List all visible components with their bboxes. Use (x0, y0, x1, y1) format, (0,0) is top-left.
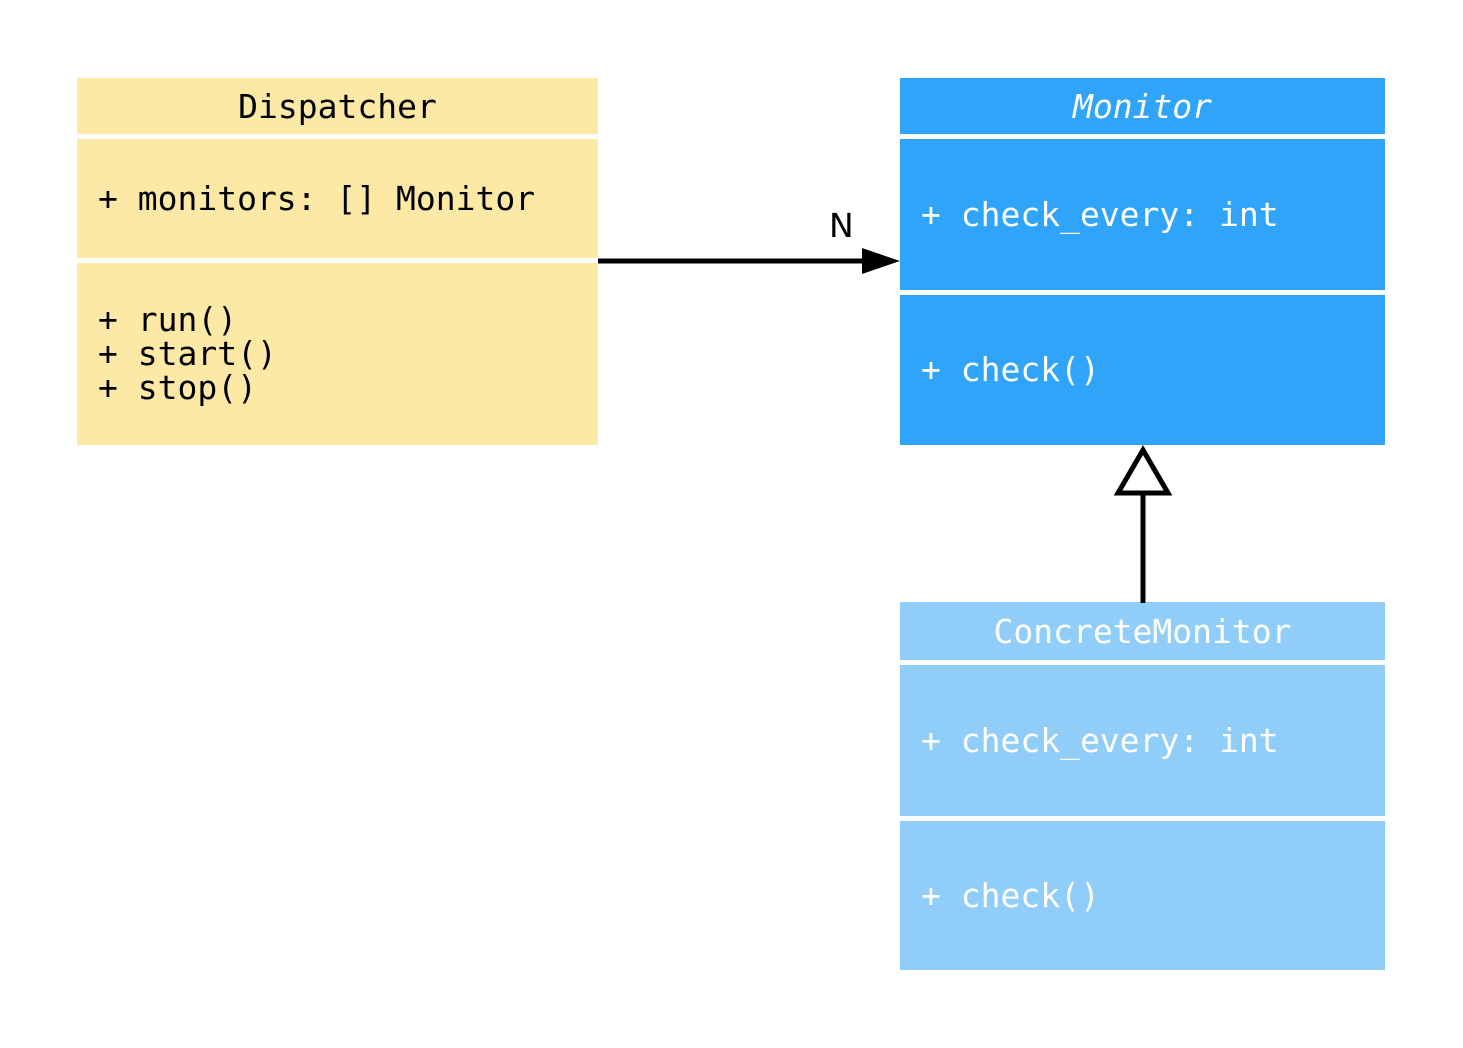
class-title-concrete-monitor: ConcreteMonitor (900, 602, 1385, 660)
class-box-monitor: Monitor + check_every: int + check() (900, 78, 1385, 445)
attributes-section-concrete-monitor: + check_every: int (900, 665, 1385, 816)
attribute-line: + check_every: int (921, 720, 1279, 760)
method-line: + run() (98, 300, 238, 339)
multiplicity-label: N (829, 206, 854, 245)
method-line: + start() (98, 334, 277, 373)
attribute-line: + monitors: [] Monitor (98, 178, 536, 218)
methods-section-monitor: + check() (900, 295, 1385, 445)
methods-section-concrete-monitor: + check() (900, 821, 1385, 970)
arrowhead-icon (862, 248, 900, 274)
attributes-section-monitor: + check_every: int (900, 139, 1385, 290)
class-box-concrete-monitor: ConcreteMonitor + check_every: int + che… (900, 602, 1385, 970)
generalization-arrow (1113, 445, 1173, 603)
methods-section-dispatcher: + run() + start() + stop() (77, 263, 598, 445)
method-line: + check() (921, 350, 1100, 389)
method-line: + stop() (98, 368, 257, 407)
class-title-dispatcher: Dispatcher (77, 78, 598, 134)
method-line: + check() (921, 875, 1100, 915)
hollow-triangle-icon (1113, 445, 1173, 496)
attributes-section-dispatcher: + monitors: [] Monitor (77, 139, 598, 258)
association-arrow (598, 248, 900, 274)
class-title-monitor: Monitor (900, 78, 1385, 134)
class-box-dispatcher: Dispatcher + monitors: [] Monitor + run(… (77, 78, 598, 445)
attribute-line: + check_every: int (921, 194, 1279, 234)
